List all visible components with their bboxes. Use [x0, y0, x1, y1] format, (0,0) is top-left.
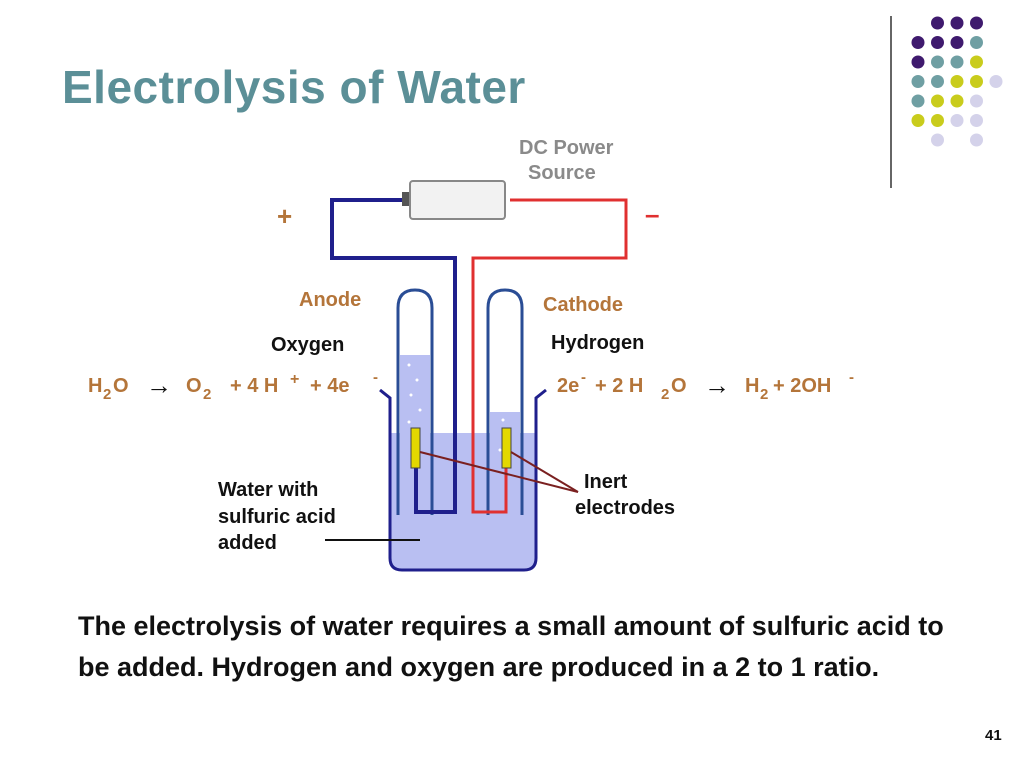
decor-dot: [970, 94, 983, 108]
svg-text:O: O: [186, 375, 202, 397]
decor-dot: [931, 16, 944, 30]
decor-dot: [950, 114, 964, 127]
svg-text:2: 2: [760, 386, 768, 403]
water-label-line-3: added: [218, 532, 277, 554]
svg-text:2e: 2e: [557, 375, 579, 397]
decor-dot: [911, 114, 925, 127]
svg-text:+ 2OH: + 2OH: [773, 375, 831, 397]
slide-title: Electrolysis of Water: [62, 61, 526, 113]
svg-text:→: →: [704, 370, 730, 400]
oxygen-label: Oxygen: [271, 334, 344, 356]
svg-text:→: →: [146, 370, 172, 400]
svg-text:O: O: [113, 375, 129, 397]
slide-caption: The electrolysis of water requires a sma…: [78, 611, 944, 682]
power-source-label-2: Source: [528, 162, 596, 184]
decor-dot: [970, 16, 983, 30]
water-label-line-2: sulfuric acid: [218, 506, 336, 528]
electrolysis-diagram: DC Power Source + – Anode Cathode Oxygen…: [88, 137, 854, 572]
anode-electrode: [410, 427, 421, 469]
decor-dot: [931, 36, 944, 49]
anode-equation: H 2 O → O 2 + 4 H + + 4e -: [88, 369, 378, 403]
cathode-tube-gas: [490, 292, 520, 412]
decor-dot: [931, 55, 944, 69]
cathode-label: Cathode: [543, 294, 623, 316]
svg-text:-: -: [849, 369, 854, 386]
power-source-label-1: DC Power: [519, 137, 614, 159]
decor-dot: [950, 36, 964, 49]
svg-text:+: +: [290, 371, 299, 388]
decor-dot: [970, 75, 983, 88]
electrode-label-line-2: electrodes: [575, 497, 675, 519]
water-label-line-1: Water with: [218, 479, 318, 501]
cathode-equation: 2e - + 2 H 2 O → H 2 + 2OH -: [557, 369, 854, 403]
decor-dot: [931, 114, 944, 127]
cathode-tube: [486, 288, 524, 515]
page-number: 41: [985, 727, 1002, 744]
svg-text:O: O: [671, 375, 687, 397]
decorative-dot-grid: [911, 16, 1003, 147]
anode-tube-gas: [400, 292, 430, 355]
battery-terminal: [402, 192, 410, 206]
decor-dot: [931, 94, 944, 108]
electrode-pointer-1: [419, 451, 579, 493]
decor-dot: [911, 55, 925, 69]
hydrogen-label: Hydrogen: [551, 332, 644, 354]
anode-label: Anode: [299, 289, 361, 311]
svg-text:H: H: [88, 375, 102, 397]
svg-text:-: -: [581, 369, 586, 386]
decor-dot: [950, 94, 964, 108]
svg-text:H: H: [745, 375, 759, 397]
svg-text:+ 4 H: + 4 H: [230, 375, 278, 397]
decor-dot: [950, 75, 964, 88]
svg-text:+ 2 H: + 2 H: [595, 375, 643, 397]
dc-battery: [409, 180, 506, 220]
decor-dot: [970, 55, 983, 69]
decor-dot: [911, 75, 925, 88]
anode-tube: [396, 288, 434, 515]
plus-sign: +: [277, 201, 292, 231]
decor-dot: [911, 94, 925, 108]
anode-wire: [330, 198, 457, 514]
svg-text:-: -: [373, 369, 378, 386]
svg-text:2: 2: [103, 386, 111, 403]
svg-text:2: 2: [661, 386, 669, 403]
decor-dot: [950, 55, 964, 69]
decorative-divider: [890, 16, 892, 188]
svg-text:+ 4e: + 4e: [310, 375, 349, 397]
svg-text:2: 2: [203, 386, 211, 403]
decor-dot: [970, 36, 983, 49]
decor-dot: [989, 75, 1003, 88]
electrode-pointer-2: [510, 451, 579, 493]
decor-dot: [931, 75, 944, 88]
decor-dot: [970, 133, 983, 147]
cathode-electrode: [501, 427, 512, 469]
decor-dot: [911, 36, 925, 49]
decor-dot: [970, 114, 983, 127]
decor-dot: [950, 16, 964, 30]
decor-dot: [931, 133, 944, 147]
cathode-wire: [471, 198, 628, 514]
beaker: [379, 388, 547, 572]
minus-sign: –: [645, 199, 659, 229]
electrode-label-line-1: Inert: [584, 471, 628, 493]
